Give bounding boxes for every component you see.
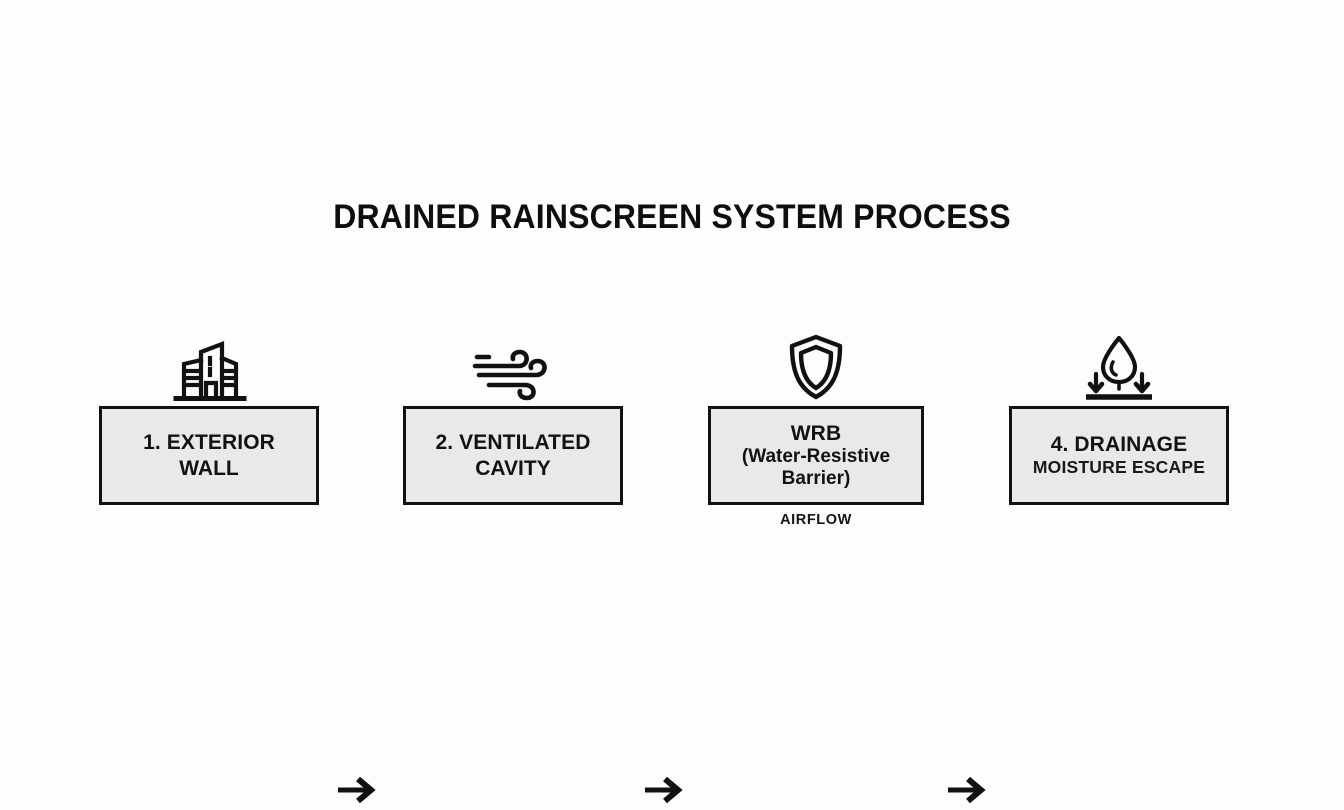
building-icon bbox=[99, 330, 319, 402]
step-label-line2: (Water-Resistive bbox=[741, 446, 891, 468]
step-label-line2: WALL bbox=[179, 456, 239, 480]
arrow-1-to-2 bbox=[334, 770, 380, 810]
process-step-exterior-wall[interactable]: 1. EXTERIOR WALL bbox=[99, 330, 319, 550]
process-step-ventilated-cavity[interactable]: 2. VENTILATED CAVITY bbox=[403, 330, 623, 550]
process-step-wrb[interactable]: WRB (Water-Resistive Barrier) AIRFLOW bbox=[708, 330, 924, 550]
step-label-line3: Barrier) bbox=[781, 468, 851, 490]
page-title: DRAINED RAINSCREEN SYSTEM PROCESS bbox=[333, 198, 1011, 236]
diagram-canvas: DRAINED RAINSCREEN SYSTEM PROCESS bbox=[0, 198, 1344, 804]
step-label-line1: 4. DRAINAGE bbox=[1050, 432, 1188, 456]
arrow-3-to-4 bbox=[944, 770, 990, 810]
step-box-drainage[interactable]: 4. DRAINAGE MOISTURE ESCAPE bbox=[1009, 406, 1229, 505]
process-step-drainage[interactable]: 4. DRAINAGE MOISTURE ESCAPE bbox=[1009, 330, 1229, 550]
step-label-line2: CAVITY bbox=[475, 456, 551, 480]
airflow-caption: AIRFLOW bbox=[780, 512, 852, 528]
step-box-wrb[interactable]: WRB (Water-Resistive Barrier) bbox=[708, 406, 924, 505]
shield-icon bbox=[708, 330, 924, 402]
wind-icon bbox=[403, 330, 623, 402]
step-label-line1: WRB bbox=[790, 421, 842, 445]
water-drop-drainage-icon bbox=[1009, 330, 1229, 402]
step-label-line1: 1. EXTERIOR bbox=[143, 430, 275, 454]
step-label-line1: 2. VENTILATED bbox=[435, 430, 591, 454]
step-box-exterior-wall[interactable]: 1. EXTERIOR WALL bbox=[99, 406, 319, 505]
arrow-2-to-3 bbox=[641, 770, 687, 810]
process-flow: 1. EXTERIOR WALL bbox=[0, 330, 1344, 804]
step-box-ventilated-cavity[interactable]: 2. VENTILATED CAVITY bbox=[403, 406, 623, 505]
step-label-line2: MOISTURE ESCAPE bbox=[1032, 457, 1206, 478]
